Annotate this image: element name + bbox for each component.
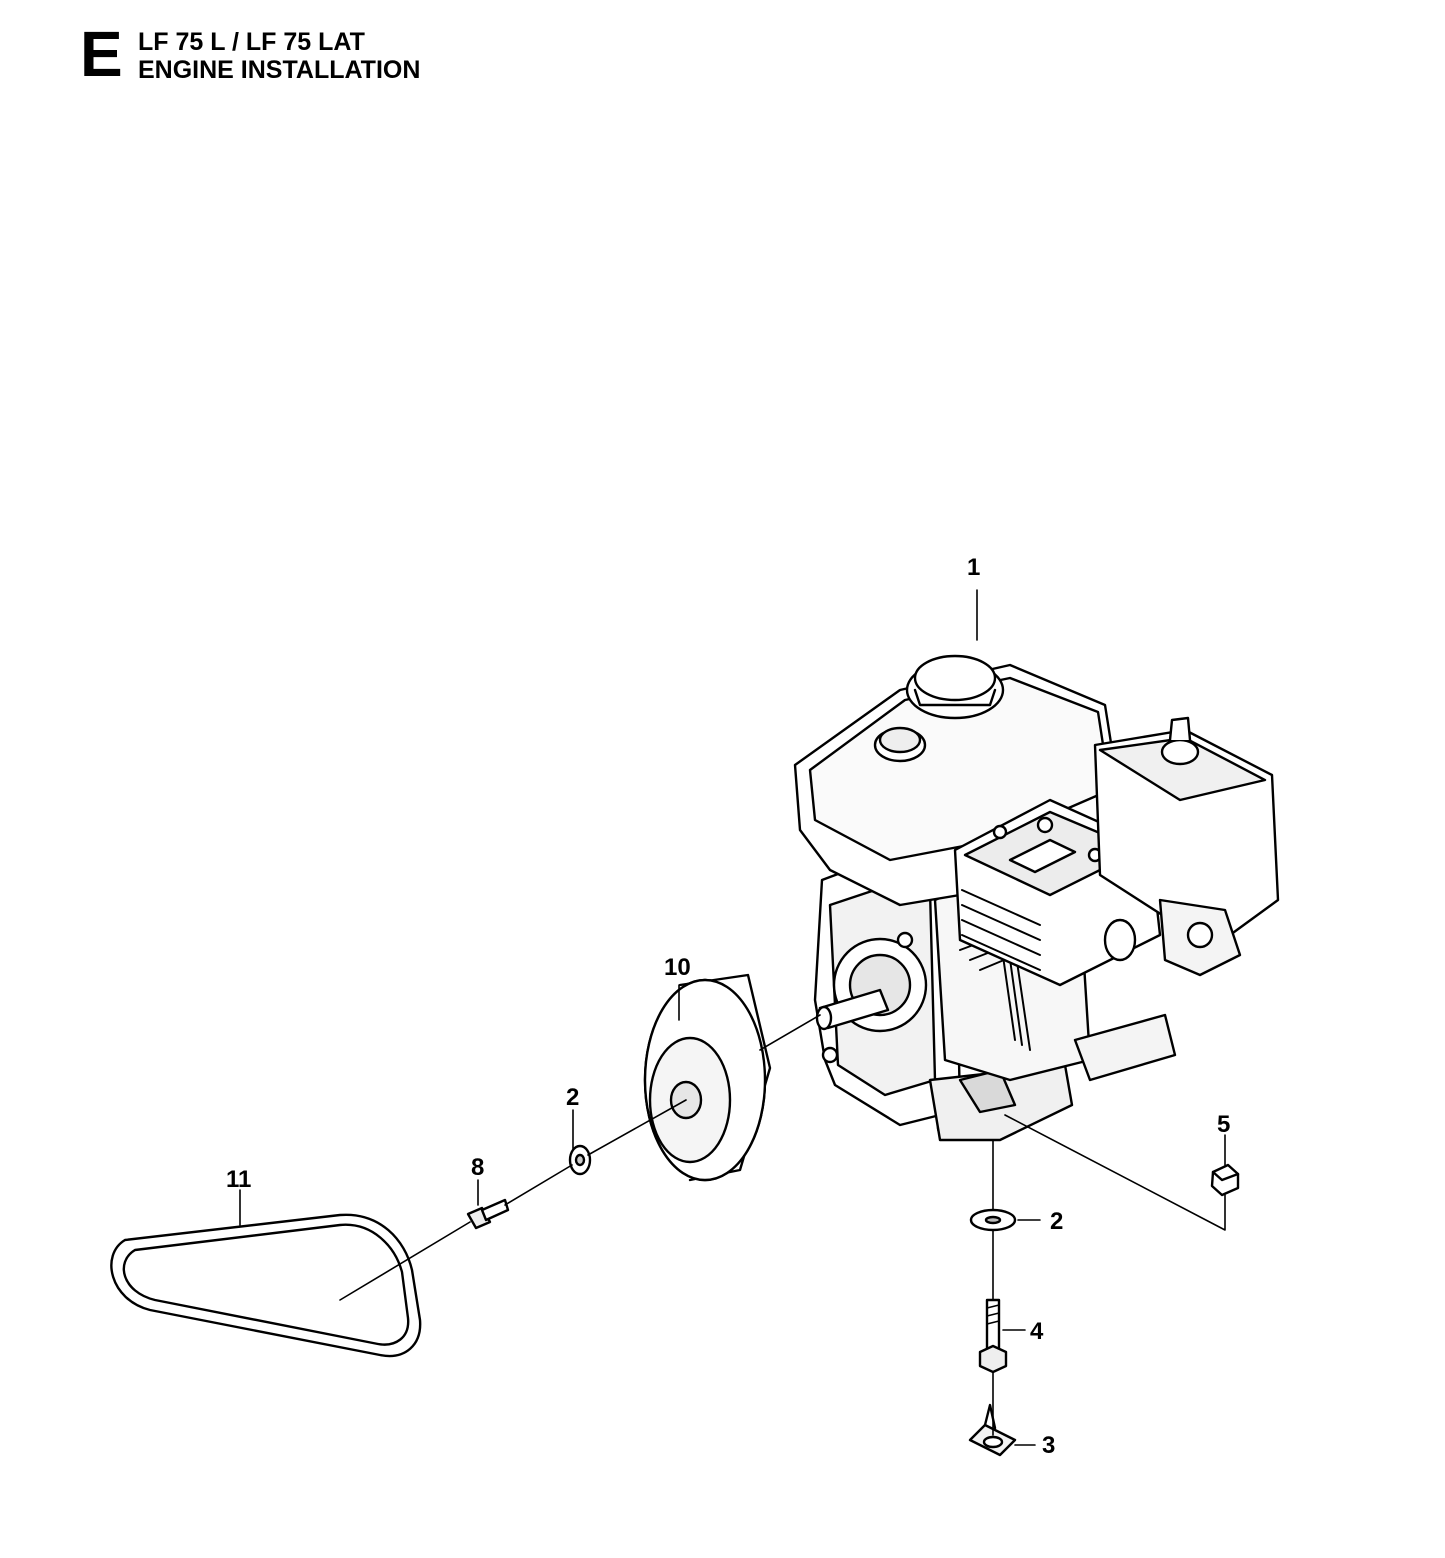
engine-assembly <box>793 654 1280 1142</box>
callout-2-mount: 2 <box>1050 1208 1063 1235</box>
washer-mount <box>969 1208 1017 1232</box>
washer-pulley <box>568 1144 592 1176</box>
v-belt <box>110 1213 422 1358</box>
pulley <box>643 973 772 1182</box>
callout-8: 8 <box>471 1154 484 1181</box>
pulley-bolt <box>466 1198 510 1230</box>
section-title: ENGINE INSTALLATION <box>138 56 421 84</box>
callout-3: 3 <box>1042 1432 1055 1459</box>
model-name: LF 75 L / LF 75 LAT <box>138 28 365 56</box>
callout-2-shaft: 2 <box>566 1084 579 1111</box>
callout-11: 11 <box>226 1166 251 1193</box>
nut <box>1210 1163 1240 1197</box>
leader-lines <box>239 589 1226 1446</box>
callout-4: 4 <box>1030 1318 1044 1345</box>
callout-5: 5 <box>1217 1111 1230 1138</box>
callout-1: 1 <box>967 554 980 581</box>
mount-bolt <box>978 1298 1008 1374</box>
callout-10: 10 <box>664 954 691 981</box>
section-letter: E <box>80 18 123 90</box>
